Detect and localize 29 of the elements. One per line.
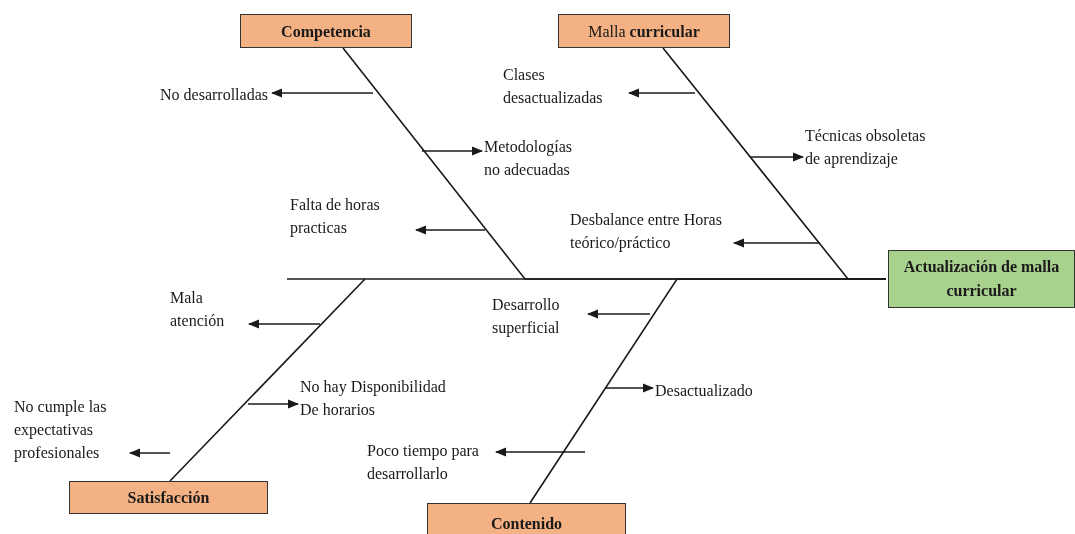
category-box: Contenido — [427, 503, 626, 534]
cause-label: Técnicas obsoletas de aprendizaje — [805, 124, 940, 170]
cause-label: No hay Disponibilidad De horarios — [300, 375, 465, 421]
cause-label: No cumple las expectativas profesionales — [14, 395, 126, 464]
arrow — [247, 399, 300, 409]
cause-label: Falta de horas practicas — [290, 193, 412, 239]
category-box: Satisfacción — [69, 481, 268, 514]
cause-label: Metodologías no adecuadas — [484, 135, 584, 181]
cause-label: No desarrolladas — [160, 83, 268, 106]
arrow — [247, 319, 321, 329]
arrow — [586, 309, 651, 319]
category-box: Malla curricular — [558, 14, 730, 48]
cause-label: Poco tiempo para desarrollarlo — [367, 439, 492, 485]
cause-label: Mala atención — [170, 286, 245, 332]
arrow — [414, 225, 486, 235]
arrow — [627, 88, 696, 98]
cause-label: Desactualizado — [655, 379, 753, 402]
cause-label: Desbalance entre Horas teórico/práctico — [570, 208, 730, 254]
arrow — [270, 88, 374, 98]
arrow — [604, 383, 655, 393]
cause-label: Clases desactualizadas — [503, 63, 625, 109]
category-box: Competencia — [240, 14, 412, 48]
arrow — [494, 447, 586, 457]
arrow — [128, 448, 171, 458]
effect-box: Actualización de malla curricular — [888, 250, 1075, 308]
arrow — [749, 152, 805, 162]
cause-label: Desarrollo superficial — [492, 293, 584, 339]
arrow — [421, 146, 484, 156]
arrow — [732, 238, 821, 248]
